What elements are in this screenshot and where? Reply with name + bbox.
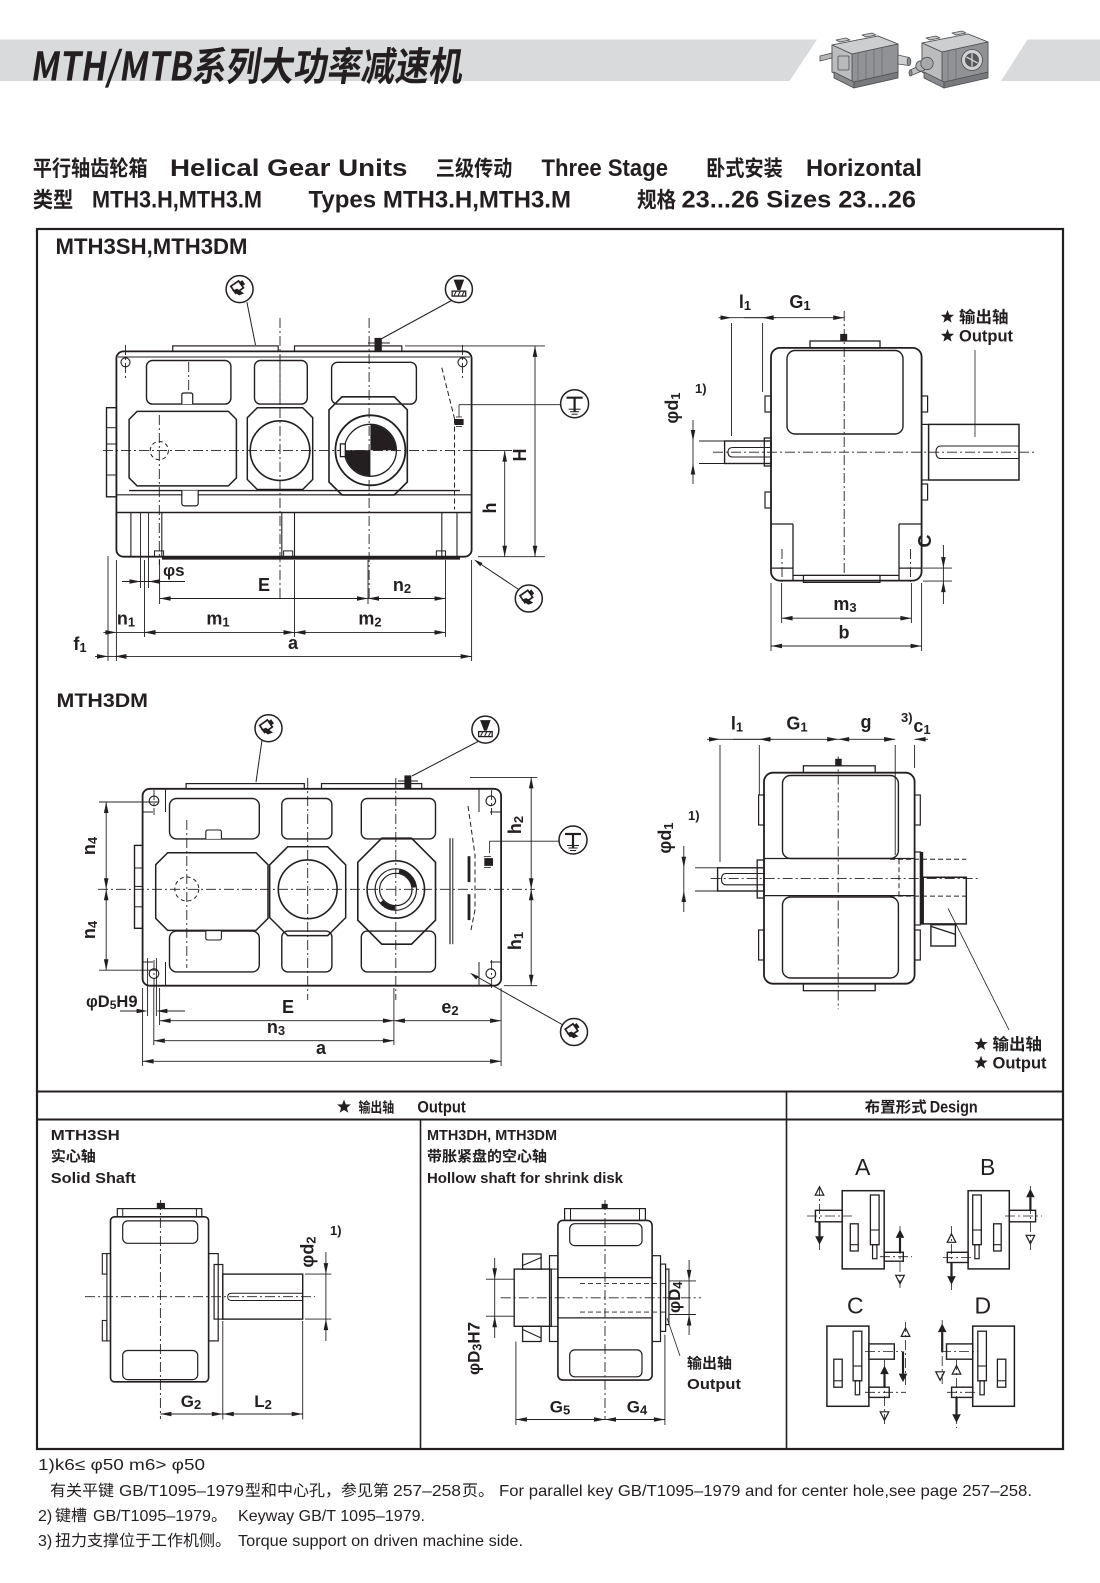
svg-text:MTH3DH, MTH3DM: MTH3DH, MTH3DM <box>427 1127 557 1144</box>
svg-text:φD3H7: φD3H7 <box>465 1322 485 1375</box>
svg-text:m3: m3 <box>833 594 856 615</box>
svg-text:n4: n4 <box>79 920 100 939</box>
svg-text:f1: f1 <box>73 634 86 655</box>
svg-text:G1: G1 <box>789 292 810 313</box>
svg-text:h: h <box>480 503 500 514</box>
svg-text:MTH3DM: MTH3DM <box>57 690 149 712</box>
svg-text:G4: G4 <box>627 1398 648 1418</box>
svg-text:Keyway GB/T 1095–1979.: Keyway GB/T 1095–1979. <box>238 1508 425 1525</box>
svg-text:1): 1) <box>695 381 707 396</box>
svg-text:GB/T1095–1979: GB/T1095–1979 <box>119 1483 244 1500</box>
svg-text:3): 3) <box>38 1533 52 1550</box>
svg-text:MTH3.H,MTH3.M: MTH3.H,MTH3.M <box>92 187 262 214</box>
svg-text:Solid Shaft: Solid Shaft <box>51 1170 136 1187</box>
svg-text:Helical Gear Units: Helical Gear Units <box>170 155 408 182</box>
svg-text:n4: n4 <box>79 836 100 855</box>
svg-text:m2: m2 <box>358 609 381 630</box>
svg-text:Output: Output <box>417 1098 466 1117</box>
svg-text:257–258: 257–258 <box>393 1483 461 1500</box>
svg-text:23...26 Sizes 23...26: 23...26 Sizes 23...26 <box>682 187 917 214</box>
svg-text:e2: e2 <box>441 997 458 1018</box>
svg-text:a: a <box>316 1038 327 1058</box>
svg-text:n3: n3 <box>267 1017 285 1038</box>
svg-text:φs: φs <box>163 561 185 580</box>
svg-text:h1: h1 <box>505 932 526 950</box>
svg-text:c1: c1 <box>913 716 930 737</box>
svg-text:MTH3SH: MTH3SH <box>51 1127 120 1144</box>
svg-text:b: b <box>839 623 850 643</box>
svg-text:n1: n1 <box>117 609 135 630</box>
svg-text:G2: G2 <box>181 1392 201 1412</box>
svg-text:A: A <box>855 1154 871 1180</box>
svg-text:E: E <box>258 575 270 595</box>
svg-text:Three Stage: Three Stage <box>542 155 669 182</box>
svg-text:Horizontal: Horizontal <box>806 155 922 182</box>
svg-text:φD4: φD4 <box>665 1282 685 1313</box>
svg-text:G1: G1 <box>786 714 807 735</box>
svg-text:φD5H9: φD5H9 <box>86 993 138 1012</box>
svg-text:H: H <box>510 449 530 462</box>
svg-text:φd1: φd1 <box>655 822 676 853</box>
svg-text:MTH3SH,MTH3DM: MTH3SH,MTH3DM <box>56 234 248 259</box>
svg-text:Torque support on driven machi: Torque support on driven machine side. <box>238 1533 523 1550</box>
svg-text:For parallel key GB/T1095–1979: For parallel key GB/T1095–1979 and for c… <box>499 1483 1032 1500</box>
svg-text:h2: h2 <box>505 816 526 834</box>
svg-text:a: a <box>288 633 299 653</box>
svg-text:1): 1) <box>688 808 700 823</box>
svg-text:l1: l1 <box>731 714 743 735</box>
svg-text:Output: Output <box>687 1376 741 1393</box>
svg-text:G5: G5 <box>550 1398 570 1418</box>
svg-text:C: C <box>847 1293 864 1319</box>
svg-text:2): 2) <box>38 1508 52 1525</box>
svg-text:Output: Output <box>959 328 1014 346</box>
svg-text:Design: Design <box>930 1098 978 1117</box>
svg-text:B: B <box>980 1154 995 1180</box>
svg-text:1): 1) <box>330 1223 342 1238</box>
svg-text:GB/T1095–1979: GB/T1095–1979 <box>93 1508 211 1525</box>
svg-text:l1: l1 <box>739 292 751 313</box>
svg-text:1)k6≤ φ50 m6> φ50: 1)k6≤ φ50 m6> φ50 <box>38 1457 205 1474</box>
svg-text:m1: m1 <box>206 609 229 630</box>
svg-text:L2: L2 <box>254 1392 272 1412</box>
svg-text:D: D <box>975 1293 992 1319</box>
svg-text:C: C <box>915 535 935 548</box>
svg-text:E: E <box>282 997 294 1017</box>
svg-text:g: g <box>861 712 872 732</box>
svg-text:Types MTH3.H,MTH3.M: Types MTH3.H,MTH3.M <box>309 187 572 214</box>
svg-text:n2: n2 <box>393 575 411 596</box>
svg-text:3): 3) <box>901 710 913 725</box>
svg-text:Output: Output <box>993 1055 1048 1073</box>
svg-text:Hollow shaft for shrink disk: Hollow shaft for shrink disk <box>427 1170 624 1187</box>
svg-text:φd1: φd1 <box>662 392 683 423</box>
svg-text:φd2: φd2 <box>298 1236 319 1267</box>
